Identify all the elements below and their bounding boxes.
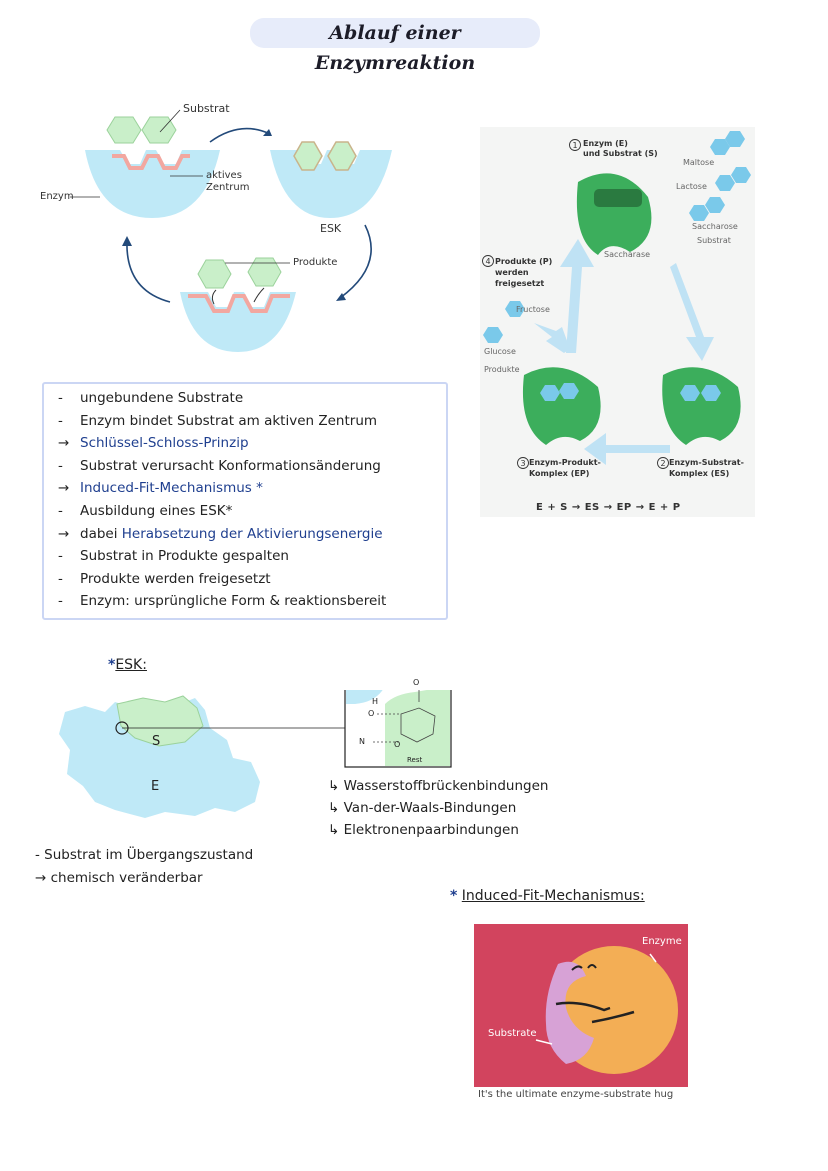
note-item: - Ausbildung eines ESK* (58, 503, 232, 519)
note-text: Enzym bindet Substrat am aktiven Zentrum (80, 412, 378, 429)
esk-label-e: E (151, 779, 160, 794)
cycle-label-produkte: Produkte (293, 257, 338, 268)
note-item: → dabei Herabsetzung der Aktivierungsener… (58, 526, 383, 542)
note-text: Schlüssel-Schloss-Prinzip (80, 435, 249, 452)
note-text: Enzym: ursprüngliche Form & reaktionsber… (80, 593, 387, 610)
note-marker: → (58, 525, 70, 542)
note-marker: - (58, 593, 63, 610)
step4-label-a: Produkte (P) (495, 257, 553, 266)
cycle-stage-esk (270, 141, 392, 218)
svg-text:1: 1 (572, 141, 577, 150)
note-marker: - (58, 412, 63, 429)
cycle-label-aktives: aktives (206, 170, 242, 181)
step2-label-b: Komplex (ES) (669, 469, 730, 478)
page-title: Ablauf einer Enzymreaktion (250, 18, 540, 74)
cycle-label-zentrum: Zentrum (206, 182, 250, 193)
esk-note-1: - Substrat im Übergangszustand (35, 847, 254, 863)
products-label: Produkte (484, 365, 520, 374)
note-marker: - (58, 548, 63, 565)
esk-heading-star: * (108, 657, 116, 673)
note-text: dabei (80, 525, 122, 542)
esk-zoom-o-left: O (368, 709, 375, 718)
sugar-label-glucose: Glucose (484, 347, 516, 356)
note-marker: - (58, 457, 63, 474)
enzyme-blob-ep (522, 367, 601, 445)
note-text: Substrat in Produkte gespalten (80, 548, 289, 565)
photo-label-substrate: Substrate (488, 1028, 537, 1039)
sugar-label-fructose: Fructose (516, 305, 550, 314)
note-item: -Enzym bindet Substrat am aktiven Zentru… (58, 413, 377, 429)
sugar-label-lactose: Lactose (676, 182, 707, 191)
photo-label-enzyme: Enzyme (642, 936, 682, 947)
esk-diagram (59, 690, 452, 818)
esk-zoom-h-top: H (372, 697, 379, 706)
step3-label-b: Komplex (EP) (529, 469, 590, 478)
note-item: -Substrat in Produkte gespalten (58, 548, 289, 564)
cycle-label-substrat: Substrat (183, 102, 230, 115)
svg-text:4: 4 (485, 257, 490, 266)
enzyme-blob-1 (576, 173, 652, 255)
esk-note-2: → chemisch veränderbar (35, 870, 203, 886)
step2-label-a: Enzym-Substrat- (669, 458, 744, 467)
esk-zoom-rest: Rest (407, 756, 423, 764)
esk-zoom-o-right: O (394, 740, 401, 749)
note-marker: - (58, 503, 63, 519)
cycle-label-esk: ESK (320, 222, 342, 235)
induced-fit-heading: * Induced-Fit-Mechanismus: (450, 888, 645, 904)
esk-label-s: S (152, 734, 161, 749)
note-item: -Substrat verursacht Konformationsänderu… (58, 458, 381, 474)
step4-label-b: werden (495, 268, 529, 277)
svg-text:3: 3 (520, 459, 525, 468)
enzyme-label-saccharase: Saccharase (604, 250, 651, 259)
reaction-equation: E + S → ES → EP → E + P (536, 502, 681, 513)
enzyme-cycle-diagram (70, 109, 392, 352)
textbook-figure-art: 1 2 3 4 (482, 131, 751, 469)
step1-label-a: Enzym (E) (583, 139, 628, 148)
note-item: -Produkte werden freigesetzt (58, 571, 271, 587)
note-text: Ausbildung eines ESK* (80, 503, 233, 519)
bond-type-3: ↳ Elektronenpaarbindungen (328, 822, 519, 838)
cycle-label-enzym: Enzym (40, 191, 74, 202)
note-item: → Schlüssel-Schloss-Prinzip (58, 435, 249, 451)
esk-zoom-n-left: N (359, 737, 365, 746)
note-marker: - (58, 570, 63, 587)
esk-heading-text: ESK: (115, 657, 147, 673)
svg-text:2: 2 (660, 459, 665, 468)
esk-zoom-o-top: O (413, 678, 420, 687)
note-text: Induced-Fit-Mechanismus * (80, 480, 263, 497)
note-marker: → (58, 480, 70, 497)
induced-fit-caption: It's the ultimate enzyme-substrate hug (478, 1089, 674, 1100)
sugar-label-maltose: Maltose (683, 158, 715, 167)
sugar-label-saccharose: Saccharose (692, 222, 738, 231)
esk-heading: *ESK: (108, 657, 147, 673)
step1-label-b: und Substrat (S) (583, 149, 658, 158)
note-text-highlight: Herabsetzung der Aktivierungsenergie (121, 525, 383, 542)
bond-type-2: ↳ Van-der-Waals-Bindungen (328, 800, 517, 816)
induced-fit-star: * (450, 888, 458, 904)
note-item: - ungebundene Substrate (58, 390, 243, 406)
note-item: -Enzym: ursprüngliche Form & reaktionsbe… (58, 593, 386, 609)
induced-fit-image: Enzyme Substrate (474, 924, 688, 1087)
note-marker: → (58, 435, 70, 452)
notes-box: -ungebundene Substrate-Enzym bindet Subs… (42, 382, 448, 620)
bond-type-1: ↳ Wasserstoffbrückenbindungen (328, 778, 549, 794)
step4-label-c: freigesetzt (495, 279, 545, 288)
note-marker: - (58, 390, 63, 406)
note-text: ungebundene Substrate (80, 390, 244, 406)
note-text: Produkte werden freigesetzt (80, 570, 271, 587)
note-item: → Induced-Fit-Mechanismus * (58, 480, 263, 496)
enzyme-blob-es (662, 367, 741, 445)
step3-label-a: Enzym-Produkt- (529, 458, 601, 467)
cycle-stage-free-substrate (85, 116, 220, 218)
note-text: Substrat verursacht Konformationsänderun… (80, 457, 381, 474)
esk-substrate-shape (116, 695, 204, 747)
induced-fit-illustration (535, 946, 678, 1074)
cycle-stage-products (180, 257, 296, 352)
induced-fit-heading-text: Induced-Fit-Mechanismus: (461, 888, 645, 904)
sugar-label-substrat: Substrat (697, 236, 731, 245)
